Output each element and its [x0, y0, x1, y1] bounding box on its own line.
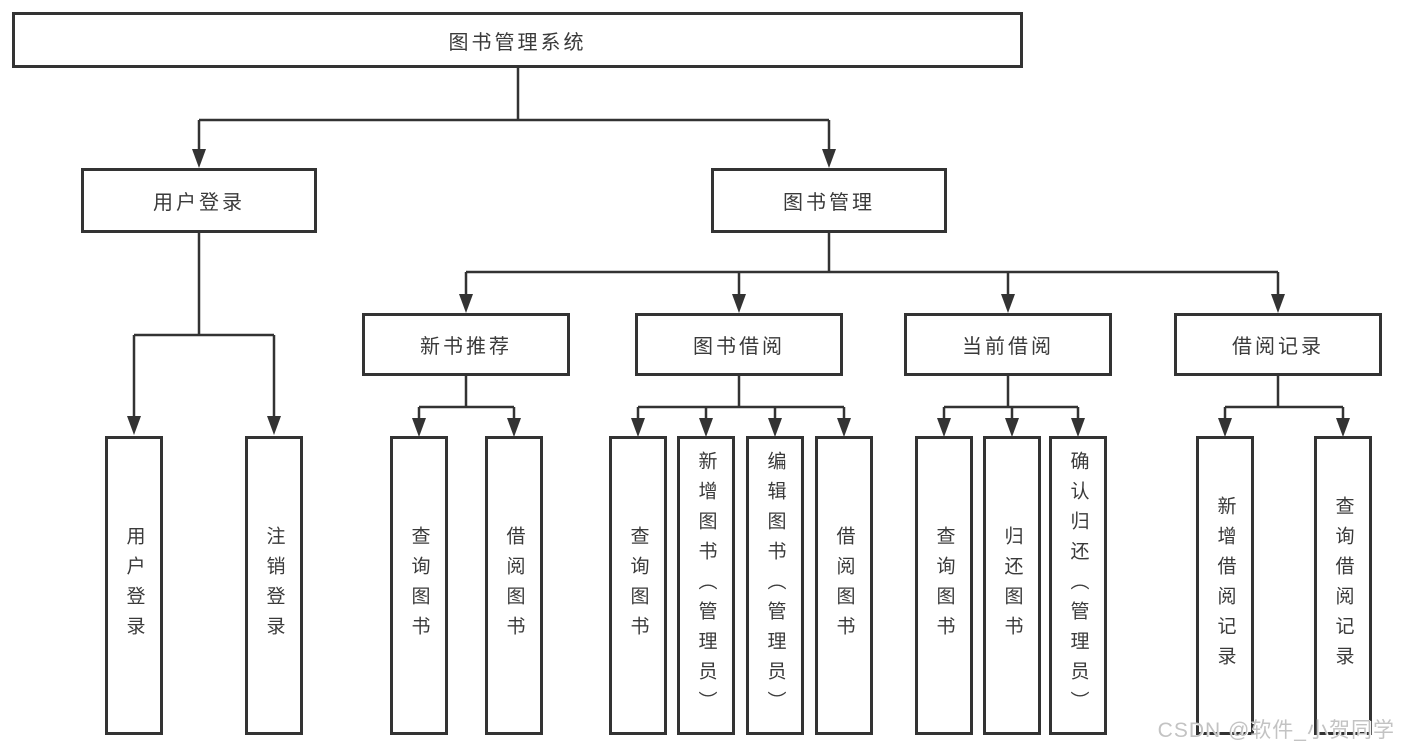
- leaf-confirm-return-admin: 确认归还（管理员）: [1049, 436, 1107, 735]
- node-label: 借阅图书: [833, 525, 855, 646]
- node-book-borrow: 图书借阅: [635, 313, 843, 376]
- leaf-query-books-borrow: 查询图书: [609, 436, 667, 735]
- node-label: 图书管理系统: [448, 31, 587, 54]
- leaf-edit-book-admin: 编辑图书（管理员）: [746, 436, 804, 735]
- node-label: 图书管理: [783, 192, 875, 214]
- node-label: 确认归还（管理员）: [1067, 450, 1089, 721]
- node-new-book-recommend: 新书推荐: [362, 313, 570, 376]
- node-label: 编辑图书（管理员）: [764, 450, 786, 721]
- node-label: 查询图书: [408, 525, 430, 646]
- node-label: 当前借阅: [962, 336, 1054, 358]
- node-borrow-records: 借阅记录: [1174, 313, 1382, 376]
- node-label: 借阅图书: [503, 525, 525, 646]
- node-label: 查询图书: [627, 525, 649, 646]
- leaf-return-books: 归还图书: [983, 436, 1041, 735]
- node-library-management-system: 图书管理系统: [12, 12, 1023, 68]
- arrowheads: [127, 149, 1350, 437]
- node-book-management: 图书管理: [711, 168, 947, 233]
- node-label: 注销登录: [263, 525, 285, 646]
- node-label: 新增图书（管理员）: [695, 450, 717, 721]
- node-label: 查询图书: [933, 525, 955, 646]
- leaf-user-login: 用户登录: [105, 436, 163, 735]
- node-label: 用户登录: [153, 192, 245, 214]
- node-label: 查询借阅记录: [1332, 495, 1354, 676]
- node-label: 新书推荐: [420, 336, 512, 358]
- node-label: 图书借阅: [693, 336, 785, 358]
- node-user-login: 用户登录: [81, 168, 317, 233]
- leaf-query-borrow-record: 查询借阅记录: [1314, 436, 1372, 735]
- node-label: 借阅记录: [1232, 336, 1324, 358]
- leaf-borrow-books: 借阅图书: [815, 436, 873, 735]
- csdn-watermark: CSDN @软件_小贺同学: [1157, 719, 1395, 742]
- leaf-add-book-admin: 新增图书（管理员）: [677, 436, 735, 735]
- leaf-query-books-current: 查询图书: [915, 436, 973, 735]
- node-label: 用户登录: [123, 525, 145, 646]
- node-label: 归还图书: [1001, 525, 1023, 646]
- leaf-borrow-books-recommend: 借阅图书: [485, 436, 543, 735]
- leaf-add-borrow-record: 新增借阅记录: [1196, 436, 1254, 735]
- leaf-query-books-recommend: 查询图书: [390, 436, 448, 735]
- node-label: 新增借阅记录: [1214, 495, 1236, 676]
- leaf-logout: 注销登录: [245, 436, 303, 735]
- node-current-borrow: 当前借阅: [904, 313, 1112, 376]
